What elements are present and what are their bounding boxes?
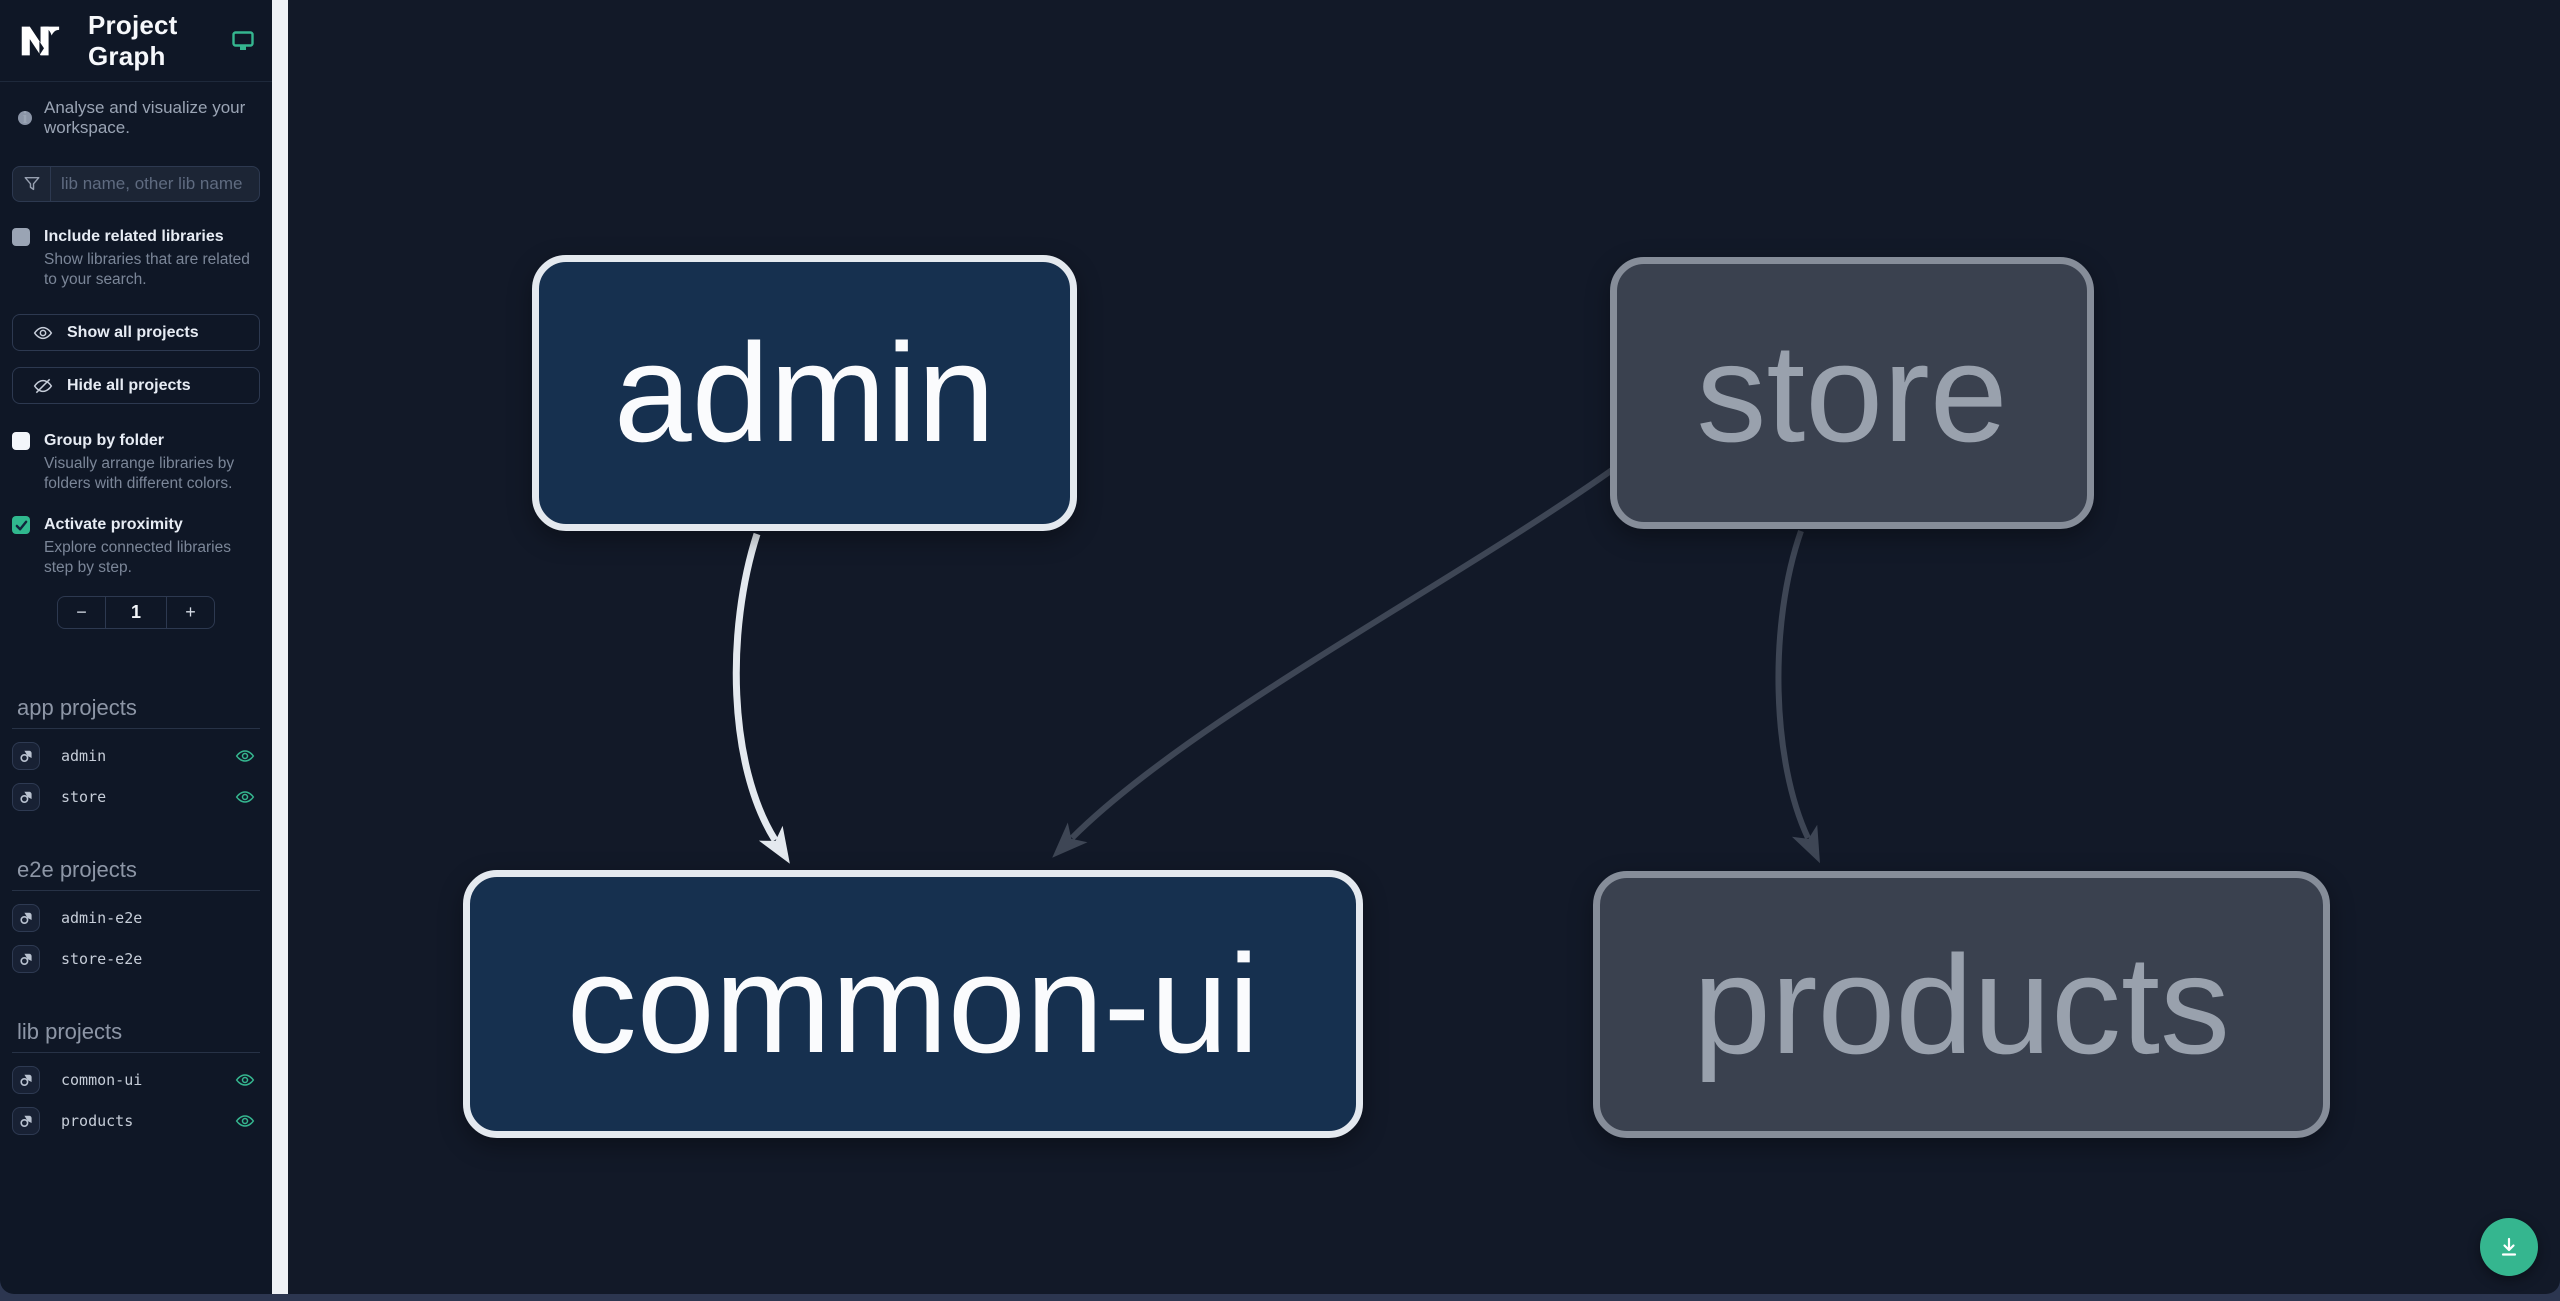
include-related-label: Include related libraries bbox=[44, 228, 224, 245]
group-by-folder-block: Group by folder Visually arrange librari… bbox=[0, 432, 272, 494]
group-by-folder-label: Group by folder bbox=[44, 432, 164, 449]
sidebar-canvas-divider[interactable] bbox=[272, 0, 288, 1294]
project-row-admin: admin bbox=[12, 742, 260, 770]
hide-all-projects-button[interactable]: Hide all projects bbox=[12, 367, 260, 404]
focus-project-icon bbox=[20, 912, 32, 924]
focus-project-button[interactable] bbox=[12, 1107, 40, 1135]
download-graph-button[interactable] bbox=[2480, 1218, 2538, 1276]
activate-proximity-label: Activate proximity bbox=[44, 516, 183, 533]
increment-button[interactable]: + bbox=[166, 597, 214, 628]
project-filter bbox=[12, 166, 260, 202]
include-related-checkbox[interactable] bbox=[12, 228, 30, 246]
section-divider bbox=[12, 728, 260, 729]
project-name: store bbox=[61, 788, 107, 806]
project-name: store-e2e bbox=[61, 950, 143, 968]
eye-icon bbox=[33, 326, 53, 339]
include-related-description: Show libraries that are related to your … bbox=[44, 251, 250, 288]
section-lib-projects: lib projects common-ui bbox=[0, 1019, 272, 1135]
nx-logo-icon bbox=[21, 26, 60, 55]
project-name: admin bbox=[61, 747, 107, 765]
workspace-tagline: i Analyse and visualize your workspace. bbox=[0, 98, 272, 138]
focus-project-icon bbox=[20, 791, 32, 803]
graph-node-admin[interactable]: admin bbox=[532, 255, 1077, 531]
project-row-products: products bbox=[12, 1107, 260, 1135]
section-divider bbox=[12, 1052, 260, 1053]
sidebar-header: Project Graph bbox=[0, 0, 272, 82]
decrement-button[interactable]: − bbox=[58, 597, 106, 628]
toggle-visibility-eye-icon[interactable] bbox=[234, 1110, 256, 1132]
focus-project-button[interactable] bbox=[12, 1066, 40, 1094]
edge-store-products bbox=[1775, 530, 1820, 864]
toggle-visibility-eye-icon[interactable] bbox=[234, 786, 256, 808]
focus-project-icon bbox=[20, 750, 32, 762]
proximity-depth-stepper: − 1 + bbox=[57, 596, 215, 629]
toggle-visibility-eye-icon[interactable] bbox=[234, 745, 256, 767]
graph-node-products[interactable]: products bbox=[1593, 871, 2330, 1138]
edge-store-common-ui bbox=[1052, 467, 1614, 858]
project-name: products bbox=[61, 1112, 134, 1130]
project-name: admin-e2e bbox=[61, 909, 143, 927]
focus-project-button[interactable] bbox=[12, 742, 40, 770]
group-by-folder-description: Visually arrange libraries by folders wi… bbox=[44, 455, 235, 492]
sidebar: Project Graph i Analyse and visualize yo… bbox=[0, 0, 272, 1294]
focus-project-button[interactable] bbox=[12, 945, 40, 973]
focus-project-button[interactable] bbox=[12, 783, 40, 811]
focus-project-icon bbox=[20, 1074, 32, 1086]
hide-all-label: Hide all projects bbox=[67, 376, 191, 394]
section-app-projects: app projects admin bbox=[0, 695, 272, 811]
eye-off-icon bbox=[33, 378, 53, 393]
project-name: common-ui bbox=[61, 1071, 143, 1089]
focus-project-button[interactable] bbox=[12, 904, 40, 932]
page-title: Project Graph bbox=[88, 9, 178, 71]
group-by-folder-checkbox[interactable] bbox=[12, 432, 30, 450]
project-row-store-e2e: store-e2e bbox=[12, 945, 260, 973]
show-all-projects-button[interactable]: Show all projects bbox=[12, 314, 260, 351]
monitor-icon bbox=[232, 30, 254, 50]
section-e2e-projects: e2e projects admin-e2e s bbox=[0, 857, 272, 973]
graph-canvas[interactable]: admin store common-ui products bbox=[288, 0, 2560, 1294]
project-row-store: store bbox=[12, 783, 260, 811]
info-icon: i bbox=[18, 108, 32, 127]
tagline-text: Analyse and visualize your workspace. bbox=[44, 98, 246, 137]
search-input[interactable] bbox=[51, 167, 259, 201]
activate-proximity-description: Explore connected libraries step by step… bbox=[44, 539, 231, 576]
include-related-block: Include related libraries Show libraries… bbox=[0, 228, 272, 290]
download-icon bbox=[2501, 1237, 2517, 1256]
filter-funnel-icon bbox=[13, 167, 51, 201]
proximity-depth-value: 1 bbox=[130, 602, 141, 622]
focus-project-icon bbox=[20, 1115, 32, 1127]
focus-project-icon bbox=[20, 953, 32, 965]
checkmark-icon bbox=[15, 520, 27, 530]
activate-proximity-block: Activate proximity Explore connected lib… bbox=[0, 516, 272, 578]
activate-proximity-checkbox[interactable] bbox=[12, 516, 30, 534]
edge-admin-common-ui bbox=[732, 532, 790, 864]
project-row-common-ui: common-ui bbox=[12, 1066, 260, 1094]
section-title: app projects bbox=[17, 695, 137, 720]
graph-node-store[interactable]: store bbox=[1610, 257, 2094, 529]
project-row-admin-e2e: admin-e2e bbox=[12, 904, 260, 932]
section-divider bbox=[12, 890, 260, 891]
graph-node-common-ui[interactable]: common-ui bbox=[463, 870, 1363, 1138]
theme-toggle-button[interactable] bbox=[230, 28, 256, 54]
toggle-visibility-eye-icon[interactable] bbox=[234, 1069, 256, 1091]
show-all-label: Show all projects bbox=[67, 323, 199, 341]
section-title: e2e projects bbox=[17, 857, 137, 882]
section-title: lib projects bbox=[17, 1019, 123, 1044]
